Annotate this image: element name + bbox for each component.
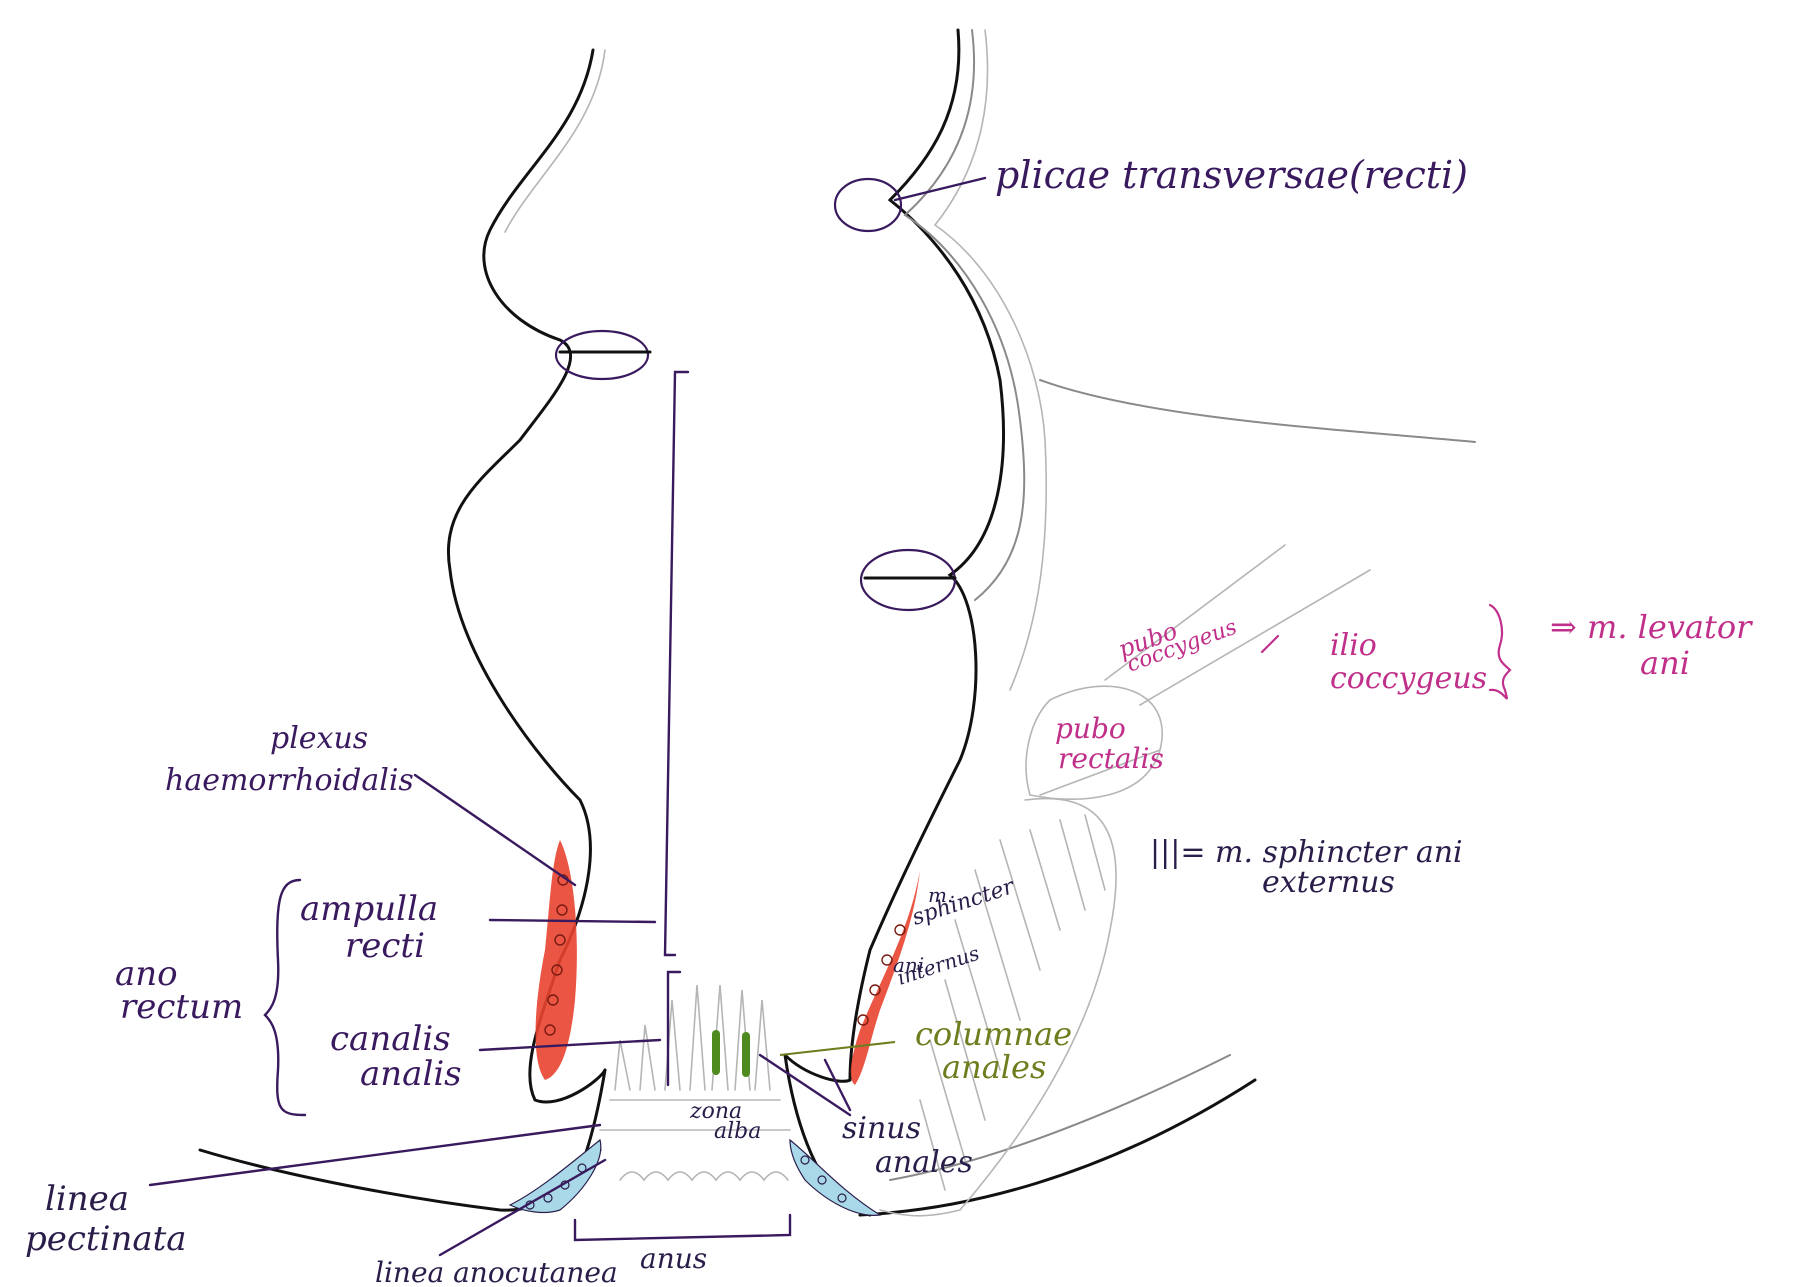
- label-plicae: plicae transversae(recti): [995, 153, 1468, 197]
- label-puborectalis-2: rectalis: [1058, 742, 1164, 775]
- ellipse-marker-plica-right: [861, 550, 955, 610]
- ellipse-marker-plica-top: [835, 179, 901, 231]
- vessels-right: [790, 1140, 880, 1215]
- columnae-green: [712, 1030, 750, 1077]
- label-levator-1: ⇒ m. levator: [1550, 608, 1753, 646]
- label-sph-int-4: internus: [894, 941, 982, 990]
- label-linea-pect-2: pectinata: [25, 1219, 187, 1259]
- label-ano-2: rectum: [120, 987, 243, 1027]
- label-sph-int-2: sphincter: [909, 874, 1018, 931]
- label-iliococcygeus-2: coccygeus: [1330, 661, 1487, 696]
- label-columnae-2: anales: [942, 1048, 1046, 1086]
- levator-brace: [1490, 605, 1510, 698]
- label-linea-pect-1: linea: [45, 1179, 129, 1219]
- canalis-pointer: [480, 1040, 660, 1050]
- vessels-left: [510, 1140, 601, 1212]
- columnae-pointer: [780, 1042, 895, 1055]
- ampulla-pointer: [490, 920, 655, 922]
- label-linea-ano: linea anocutanea: [375, 1256, 618, 1287]
- label-ampulla-1: ampulla: [300, 889, 438, 929]
- sinus-pointer-2: [825, 1060, 850, 1110]
- label-sinus-2: anales: [875, 1145, 973, 1180]
- label-anus: anus: [640, 1242, 707, 1275]
- pelvic-line: [1040, 380, 1475, 442]
- label-levator-2: ani: [1640, 644, 1690, 682]
- label-canalis-2: analis: [360, 1054, 462, 1094]
- rectum-right-wall-outer: [905, 30, 1024, 600]
- plica-bars: [560, 352, 955, 578]
- label-sph-ext-2: externus: [1262, 865, 1395, 900]
- label-iliococcygeus-1: ilio: [1330, 628, 1377, 663]
- ampulla-bracket: [665, 372, 688, 955]
- plexus-pointer: [415, 775, 575, 885]
- brace: [265, 880, 305, 1115]
- label-puborectalis-1: pubo: [1055, 712, 1126, 745]
- label-plexus-2: haemorrhoidalis: [165, 763, 414, 798]
- label-canalis-1: canalis: [330, 1019, 451, 1059]
- anus-folds: [620, 1172, 788, 1180]
- label-plexus-1: plexus: [270, 721, 368, 756]
- label-zona-2: alba: [714, 1119, 761, 1144]
- rectum-left-wall-inner: [505, 50, 605, 232]
- rectum-left-wall: [448, 50, 605, 1102]
- label-ampulla-2: recti: [345, 926, 425, 966]
- ilio-tick: [1262, 636, 1278, 652]
- sphincter-ext-hatching: [920, 815, 1105, 1190]
- anus-bracket: [575, 1215, 790, 1240]
- label-sinus-1: sinus: [842, 1111, 921, 1146]
